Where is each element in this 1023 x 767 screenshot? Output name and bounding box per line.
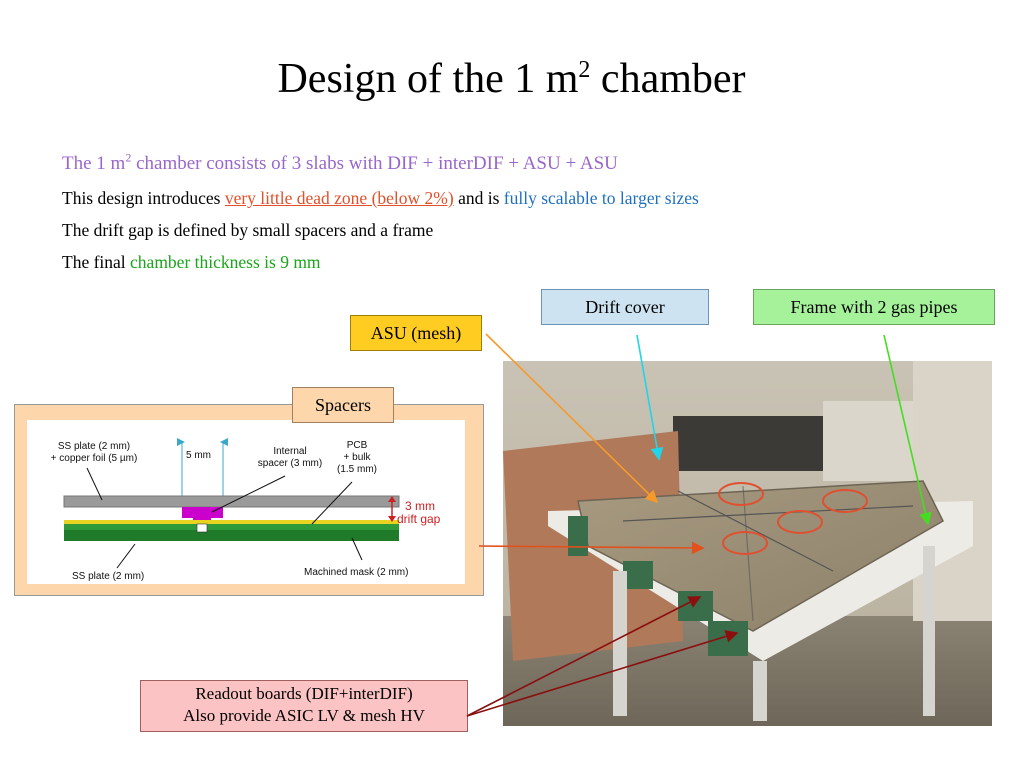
text-line-drift-gap: The drift gap is defined by small spacer… [62, 220, 434, 240]
text-line-design: This design introduces very little dead … [62, 188, 699, 208]
arrow-asu [485, 333, 659, 504]
arrow-readout-2 [466, 630, 739, 717]
dim-arrow-right [220, 438, 228, 446]
callout-readout-boards: Readout boards (DIF+interDIF) Also provi… [140, 680, 468, 732]
thickness-highlight: chamber thickness is 9 mm [130, 252, 321, 272]
text-line-thickness: The final chamber thickness is 9 mm [62, 252, 321, 272]
ss-plate-bottom [64, 530, 399, 541]
callout-spacers: Spacers [292, 387, 394, 423]
cross-section-svg [63, 438, 400, 569]
pointer-mask [351, 537, 363, 561]
arrow-drift-cover [636, 334, 664, 461]
internal-spacer [182, 507, 223, 523]
bulk-layer [64, 520, 399, 524]
callout-asu-mesh: ASU (mesh) [350, 315, 482, 351]
pointer-spacer [211, 475, 286, 513]
label-ss-plate-bottom: SS plate (2 mm) [72, 571, 145, 582]
slide-title: Design of the 1 m2 chamber [277, 56, 746, 102]
pointer-pcb [311, 481, 353, 525]
label-pcb: PCB+ bulk(1.5 mm) [337, 440, 377, 475]
scalable-highlight: fully scalable to larger sizes [503, 188, 699, 208]
label-machined-mask: Machined mask (2 mm) [304, 567, 409, 578]
arrow-frame [883, 334, 932, 526]
callout-frame: Frame with 2 gas pipes [753, 289, 995, 325]
ss-plate-top [63, 495, 400, 508]
spacer-foot [196, 523, 208, 533]
dead-zone-highlight: very little dead zone (below 2%) [224, 188, 454, 208]
callout-drift-cover: Drift cover [541, 289, 709, 325]
text-line-slabs: The 1 m2 chamber consists of 3 slabs wit… [62, 150, 618, 174]
pointer-ss-top [86, 467, 103, 501]
cross-section-diagram [27, 420, 465, 584]
label-5mm: 5 mm [186, 450, 211, 461]
arrow-readout-1 [466, 596, 702, 717]
arrow-spacers [478, 541, 705, 555]
chamber-photo-svg [503, 361, 992, 726]
chamber-photo [503, 361, 992, 726]
label-ss-plate-top: SS plate (2 mm)+ copper foil (5 µm) [50, 441, 138, 464]
dim-arrow-left [177, 438, 185, 446]
pcb-layer [64, 524, 399, 530]
pointer-ss-bottom [116, 543, 136, 569]
